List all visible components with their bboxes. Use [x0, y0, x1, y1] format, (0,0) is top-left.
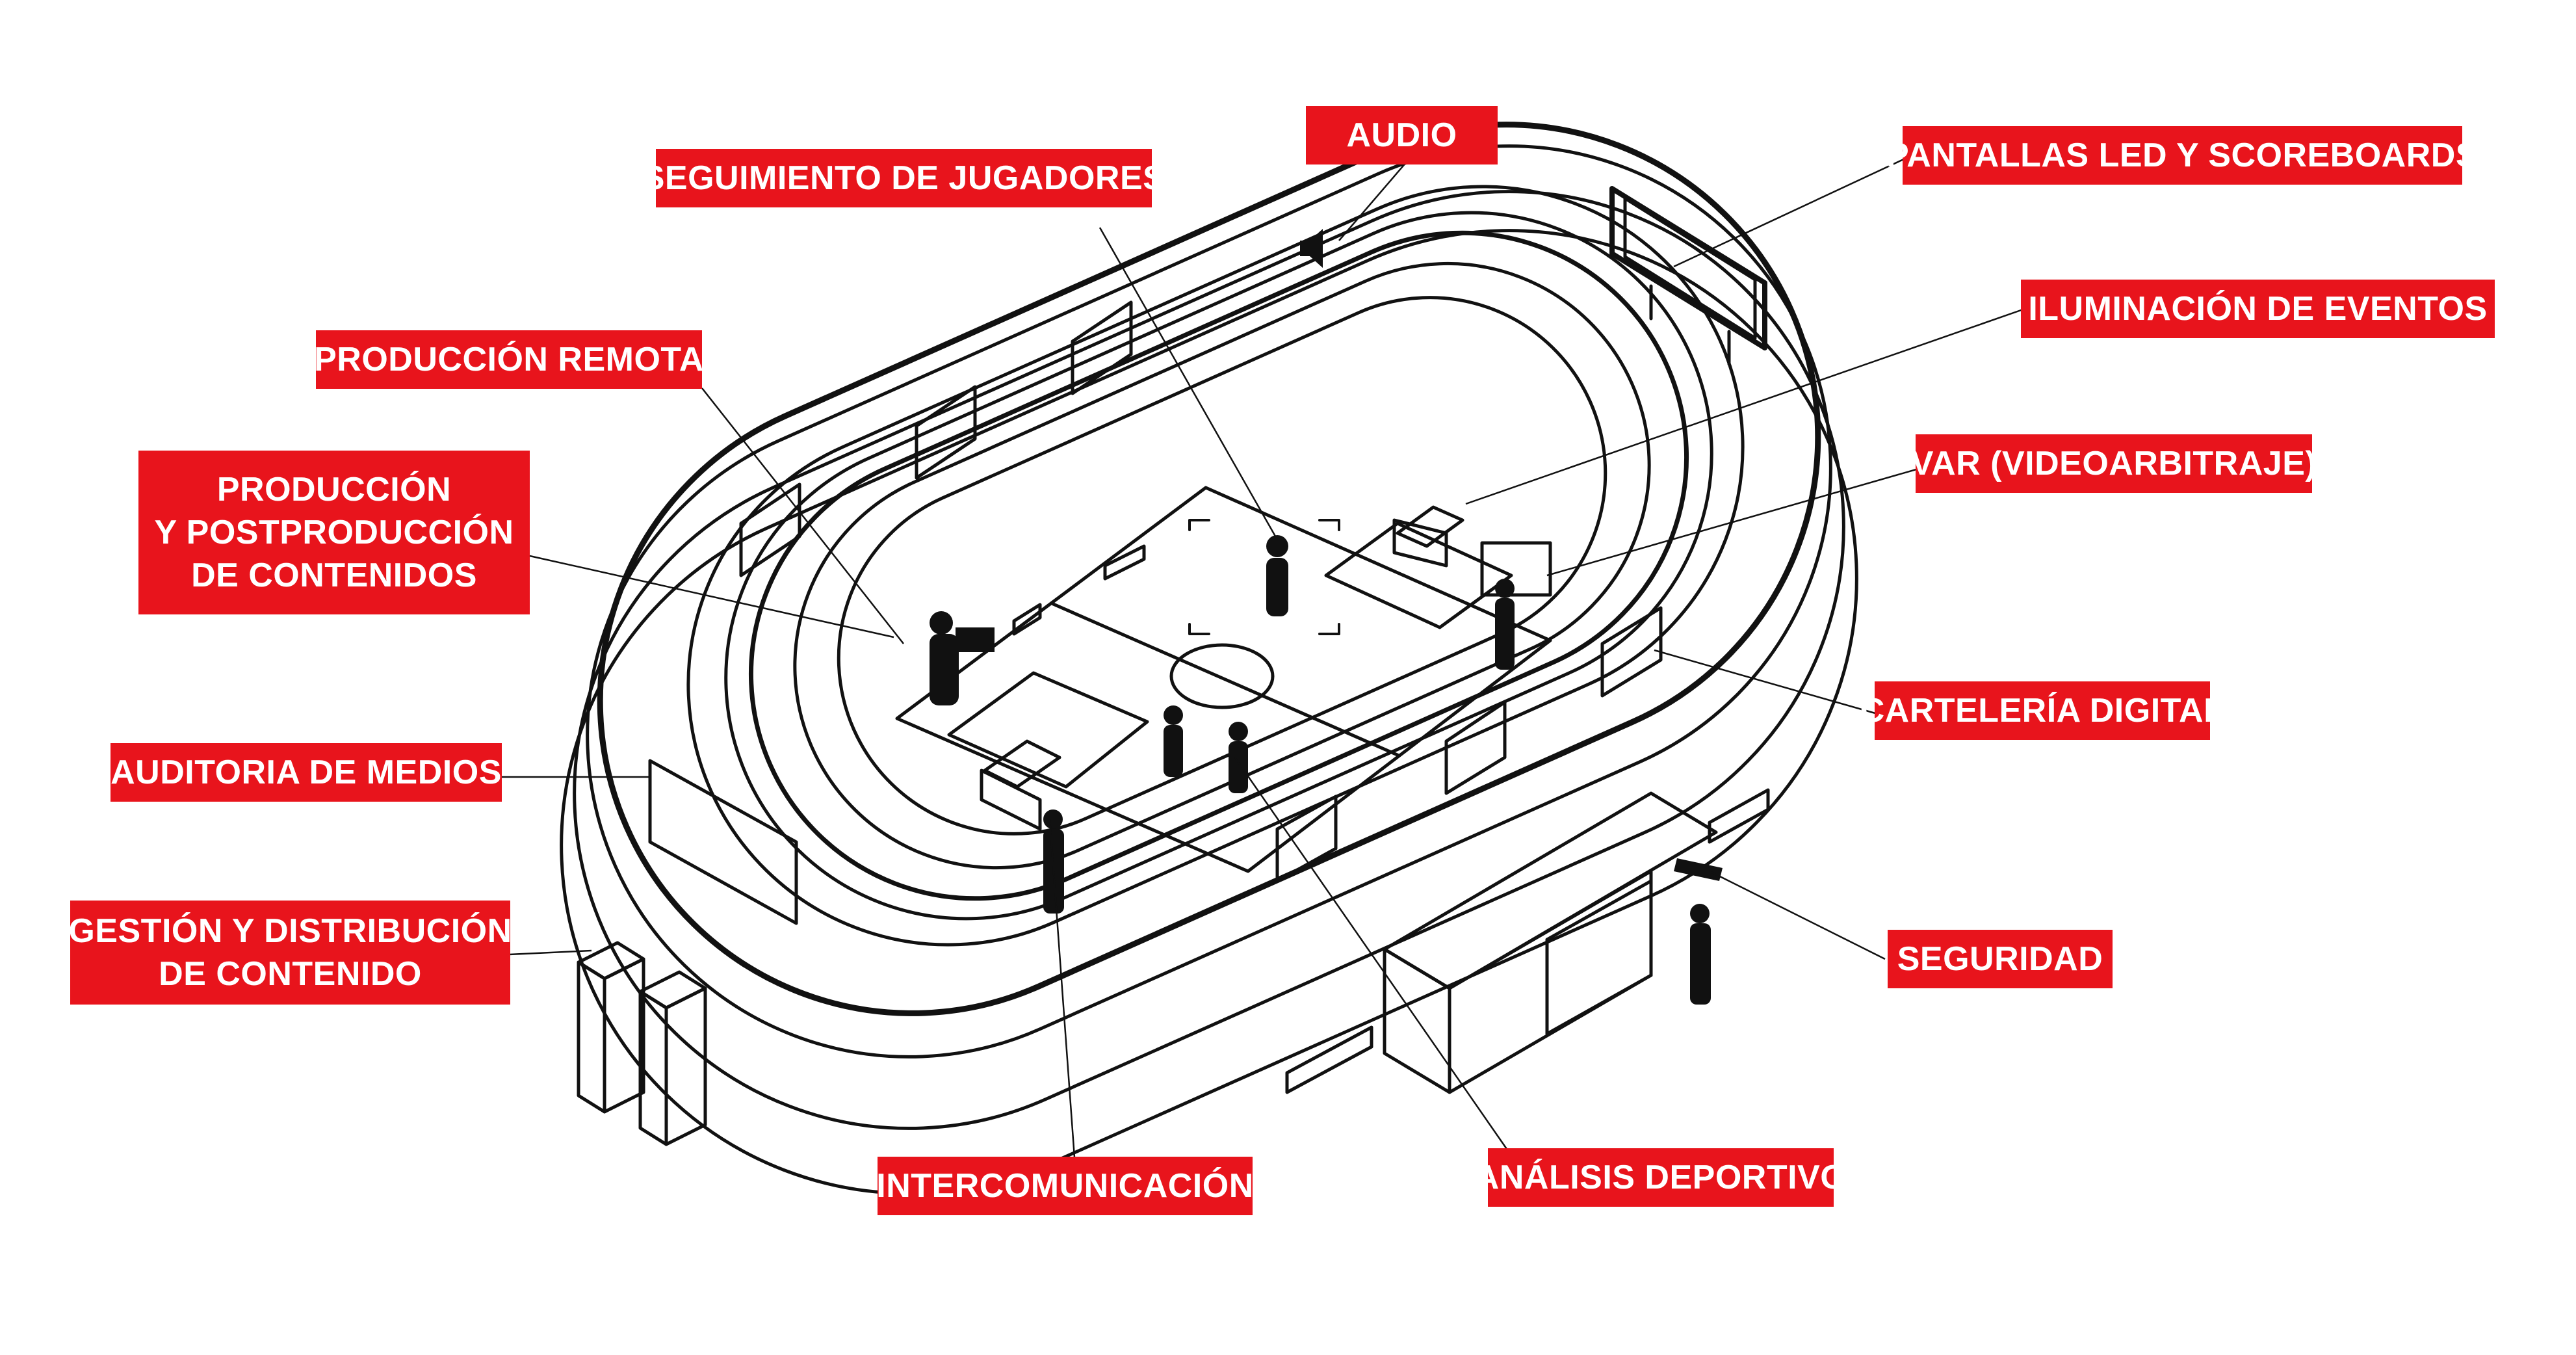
label-seguridad-text: SEGURIDAD [1897, 940, 2103, 978]
label-produccion-post-line3: DE CONTENIDOS [191, 557, 477, 594]
label-carteleria-digital: CARTELERÍA DIGITAL [1860, 681, 2224, 740]
camera-operator-icon [930, 611, 995, 705]
label-produccion-remota-text: PRODUCCIÓN REMOTA [314, 341, 704, 378]
label-iluminacion-text: ILUMINACIÓN DE EVENTOS [2028, 290, 2488, 328]
label-auditoria-text: AUDITORIA DE MEDIOS [111, 754, 502, 791]
scoreboard [1609, 186, 1767, 366]
label-pantallas-led: PANTALLAS LED Y SCOREBOARDS [1886, 126, 2478, 185]
label-gestion-line1: GESTIÓN Y DISTRIBUCIÓN [68, 912, 512, 950]
label-produccion-postproduccion: PRODUCCIÓN Y POSTPRODUCCIÓN DE CONTENIDO… [138, 451, 530, 614]
label-intercom-text: INTERCOMUNICACIÓN [876, 1167, 1254, 1205]
label-var: VAR (VIDEOARBITRAJE) [1911, 434, 2317, 493]
label-intercomunicacion: INTERCOMUNICACIÓN [876, 1157, 1254, 1215]
server-rack-icon [577, 941, 707, 1146]
speaker-icon [1300, 229, 1323, 268]
label-carteleria-text: CARTELERÍA DIGITAL [1860, 692, 2225, 730]
label-pantallas-text: PANTALLAS LED Y SCOREBOARDS [1886, 137, 2479, 174]
entrance-building [1285, 788, 1770, 1094]
label-iluminacion: ILUMINACIÓN DE EVENTOS [2021, 280, 2495, 338]
label-analisis-text: ANÁLISIS DEPORTIVO [1474, 1159, 1847, 1196]
label-var-text: VAR (VIDEOARBITRAJE) [1910, 445, 2317, 482]
label-auditoria-medios: AUDITORIA DE MEDIOS [111, 743, 502, 802]
label-audio: AUDIO [1306, 106, 1498, 164]
tracking-frame [1188, 519, 1340, 635]
label-gestion-distribucion: GESTIÓN Y DISTRIBUCIÓN DE CONTENIDO [68, 901, 512, 1005]
goal-posts [980, 518, 1448, 831]
label-analisis-deportivo: ANÁLISIS DEPORTIVO [1475, 1148, 1847, 1207]
label-seguimiento-jugadores: SEGUIMIENTO DE JUGADORES [642, 149, 1165, 207]
digital-signage [648, 541, 1663, 925]
label-seguridad: SEGURIDAD [1888, 930, 2113, 988]
football-pitch [895, 486, 1552, 873]
security-camera-icon [1674, 858, 1723, 881]
label-gestion-line2: DE CONTENIDO [159, 955, 422, 993]
label-seguimiento-text: SEGUIMIENTO DE JUGADORES [642, 159, 1166, 197]
floodlight-icon [739, 300, 1133, 577]
player-icon [1043, 535, 1711, 1005]
label-produccion-remota: PRODUCCIÓN REMOTA [314, 330, 704, 389]
stands [686, 185, 1745, 947]
label-produccion-post-line1: PRODUCCIÓN [216, 471, 452, 508]
leader-lines [501, 156, 2025, 1158]
label-audio-text: AUDIO [1346, 116, 1457, 154]
label-produccion-post-line2: Y POSTPRODUCCIÓN [154, 514, 514, 551]
stadium-base [560, 122, 1858, 1195]
